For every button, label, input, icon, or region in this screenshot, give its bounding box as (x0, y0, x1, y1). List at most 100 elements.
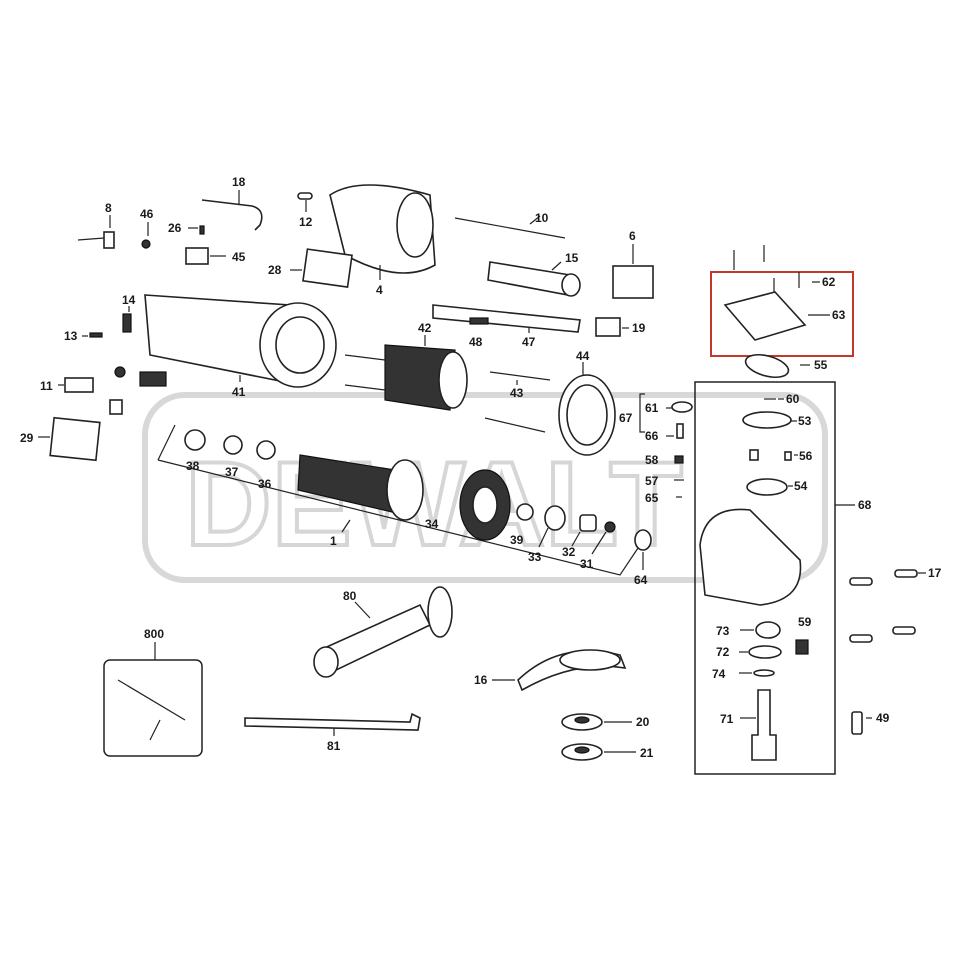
label-1: 1 (330, 534, 337, 548)
label-62: 62 (822, 275, 836, 289)
part-68-group-box (694, 381, 836, 775)
label-12: 12 (299, 215, 313, 229)
part-64-oring (634, 529, 652, 551)
label-49: 49 (876, 711, 890, 725)
part-8-brush (103, 231, 115, 249)
label-71: 71 (720, 712, 734, 726)
part-42-field (384, 344, 456, 411)
label-21: 21 (640, 746, 654, 760)
label-17: 17 (928, 566, 942, 580)
part-72 (748, 645, 782, 659)
label-29: 29 (20, 431, 34, 445)
part-26-screw (199, 225, 205, 235)
label-16: 16 (474, 673, 488, 687)
parts (49, 184, 918, 775)
label-19: 19 (632, 321, 646, 335)
label-32: 32 (562, 545, 576, 559)
part-39-washer (516, 503, 534, 521)
label-61: 61 (645, 401, 659, 415)
part-53-bearing (742, 411, 792, 429)
label-60: 60 (786, 392, 800, 406)
part-55-oring (744, 353, 790, 379)
part-54 (746, 478, 788, 496)
label-15: 15 (565, 251, 579, 265)
part-58 (674, 455, 684, 464)
part-74 (753, 669, 775, 677)
part-19 (595, 317, 621, 337)
part-49 (851, 711, 863, 735)
part-11 (64, 377, 94, 393)
part-46-washer (141, 239, 151, 249)
label-41: 41 (232, 385, 246, 399)
label-74: 74 (712, 667, 726, 681)
label-55: 55 (814, 358, 828, 372)
part-48 (469, 317, 489, 325)
label-28: 28 (268, 263, 282, 277)
part-63-cover (723, 291, 807, 341)
part-33-bearing (544, 505, 566, 531)
part-17-screw (849, 577, 873, 586)
part-10-rod (454, 217, 566, 239)
part-36 (256, 440, 276, 460)
label-11: 11 (40, 379, 53, 393)
part-38-bearing (184, 429, 206, 451)
label-38: 38 (186, 459, 200, 473)
label-66: 66 (645, 429, 659, 443)
part-61 (671, 401, 693, 413)
part-32 (579, 514, 597, 532)
label-6: 6 (629, 229, 636, 243)
label-46: 46 (140, 207, 154, 221)
label-68: 68 (858, 498, 872, 512)
leader-lines (38, 190, 926, 753)
label-80: 80 (343, 589, 357, 603)
label-8: 8 (105, 201, 112, 215)
label-53: 53 (798, 414, 812, 428)
label-33: 33 (528, 550, 542, 564)
part-29-label (49, 416, 101, 462)
label-10: 10 (535, 211, 549, 225)
part-47-rod (432, 304, 581, 333)
part-18-rod (201, 199, 263, 231)
label-47: 47 (522, 335, 536, 349)
part-56-screw (749, 449, 759, 461)
part-14 (122, 313, 132, 333)
label-81: 81 (327, 739, 341, 753)
label-58: 58 (645, 453, 659, 467)
label-26: 26 (168, 221, 182, 235)
label-800: 800 (144, 627, 164, 641)
label-31: 31 (580, 557, 594, 571)
part-45-switch (185, 247, 209, 265)
label-45: 45 (232, 250, 246, 264)
part-13-screw (89, 332, 103, 338)
label-43: 43 (510, 386, 524, 400)
label-59: 59 (798, 615, 812, 629)
label-37: 37 (225, 465, 239, 479)
label-65: 65 (645, 491, 659, 505)
part-labels: 8 46 26 18 12 4 10 6 45 28 15 14 13 41 4… (20, 175, 942, 760)
label-39: 39 (510, 533, 524, 547)
label-48: 48 (469, 335, 483, 349)
part-12-pin (297, 192, 313, 200)
label-73: 73 (716, 624, 730, 638)
part-59 (795, 639, 809, 655)
label-63: 63 (832, 308, 846, 322)
label-72: 72 (716, 645, 730, 659)
part-71-spindle (751, 689, 777, 761)
label-67: 67 (619, 411, 633, 425)
highlight-box-62-63 (710, 271, 854, 357)
part-66 (676, 423, 684, 439)
part-15-tube (487, 261, 571, 296)
label-44: 44 (576, 349, 590, 363)
part-73 (755, 621, 781, 639)
part-6-block (612, 265, 654, 299)
label-34: 34 (425, 517, 439, 531)
label-54: 54 (794, 479, 808, 493)
label-14: 14 (122, 293, 136, 307)
label-42: 42 (418, 321, 432, 335)
label-56: 56 (799, 449, 813, 463)
part-31 (604, 521, 616, 533)
label-13: 13 (64, 329, 78, 343)
label-20: 20 (636, 715, 650, 729)
